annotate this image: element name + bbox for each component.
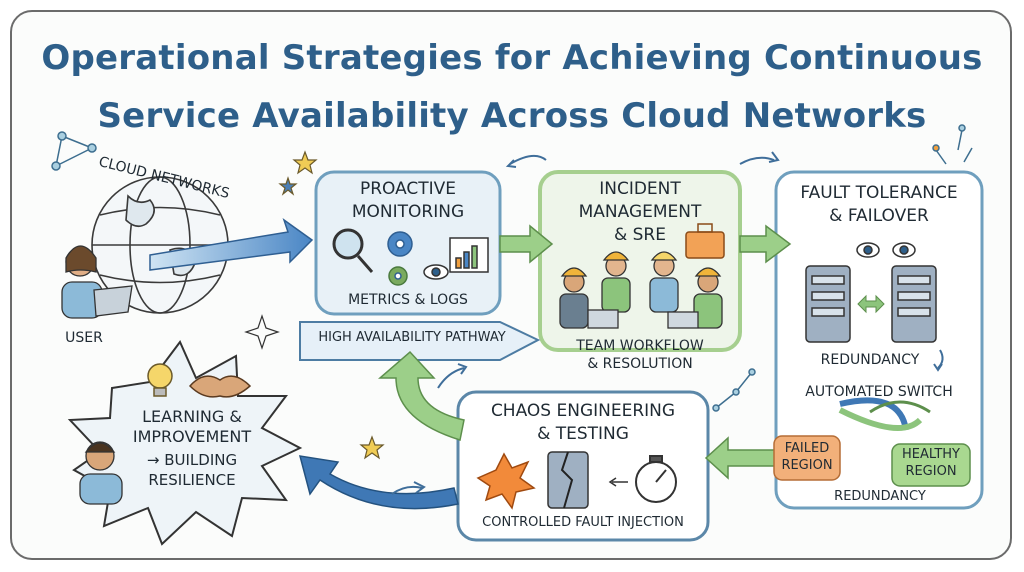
magnifier-icon <box>332 228 374 273</box>
lightbulb-icon <box>147 363 173 397</box>
redundancy-bottom-label: REDUNDANCY <box>834 489 926 504</box>
stopwatch-icon <box>635 455 677 503</box>
incident-caption-1: TEAM WORKFLOW <box>576 338 704 354</box>
fault-title-1: FAULT TOLERANCE <box>800 183 958 203</box>
handshake-icon <box>188 375 252 398</box>
healthy-region-line-1: HEALTHY <box>902 447 960 462</box>
server-icon <box>805 265 937 343</box>
chart-icon <box>449 237 489 273</box>
learning-line-2: IMPROVEMENT <box>132 427 252 446</box>
incident-title-3: & SRE <box>613 225 666 245</box>
monitoring-title-2: MONITORING <box>351 202 465 222</box>
person-illustration <box>79 441 123 505</box>
learning-line-4: RESILIENCE <box>148 471 236 489</box>
monitoring-title-1: PROACTIVE <box>359 179 457 199</box>
failed-region-line-1: FAILED <box>784 441 830 456</box>
title-line-2: Service Availability Across Cloud Networ… <box>97 96 927 136</box>
pathway-label: HIGH AVAILABILITY PATHWAY <box>318 330 506 345</box>
failed-region-badge <box>773 435 841 481</box>
user-illustration <box>61 245 133 319</box>
learning-line-1: LEARNING & <box>142 407 242 426</box>
feedback-arrow <box>298 455 459 510</box>
chaos-title-2: & TESTING <box>537 424 629 444</box>
gear-icon <box>387 231 413 286</box>
incident-title-2: MANAGEMENT <box>578 202 702 222</box>
learning-burst <box>67 340 303 546</box>
failed-region-line-2: REGION <box>781 458 833 473</box>
sync-arrows-icon <box>857 294 885 314</box>
explosion-icon <box>476 452 536 510</box>
healthy-region-badge <box>891 443 971 487</box>
chaos-title-1: CHAOS ENGINEERING <box>490 401 676 421</box>
monitoring-caption: METRICS & LOGS <box>348 292 468 308</box>
network-doodle-icon <box>51 131 97 171</box>
automated-switch-label: AUTOMATED SWITCH <box>805 384 953 400</box>
flow-arrows <box>377 224 792 480</box>
chaos-caption: CONTROLLED FAULT INJECTION <box>482 515 684 530</box>
broken-server-icon <box>547 451 589 509</box>
learning-line-3: → BUILDING <box>146 451 238 469</box>
healthy-region-line-2: REGION <box>905 464 957 479</box>
data-flow-arrow <box>149 218 314 271</box>
user-label: USER <box>65 330 103 346</box>
fault-title-2: & FAILOVER <box>829 206 929 226</box>
eye-icon <box>423 242 916 280</box>
incident-caption-2: & RESOLUTION <box>587 356 693 372</box>
team-illustration <box>559 251 723 329</box>
toolbox-icon <box>685 223 725 259</box>
title-line-1: Operational Strategies for Achieving Con… <box>41 38 983 78</box>
incident-title-1: INCIDENT <box>599 179 681 199</box>
redundancy-top-label: REDUNDANCY <box>820 352 920 368</box>
sparkle-icons <box>244 150 385 460</box>
